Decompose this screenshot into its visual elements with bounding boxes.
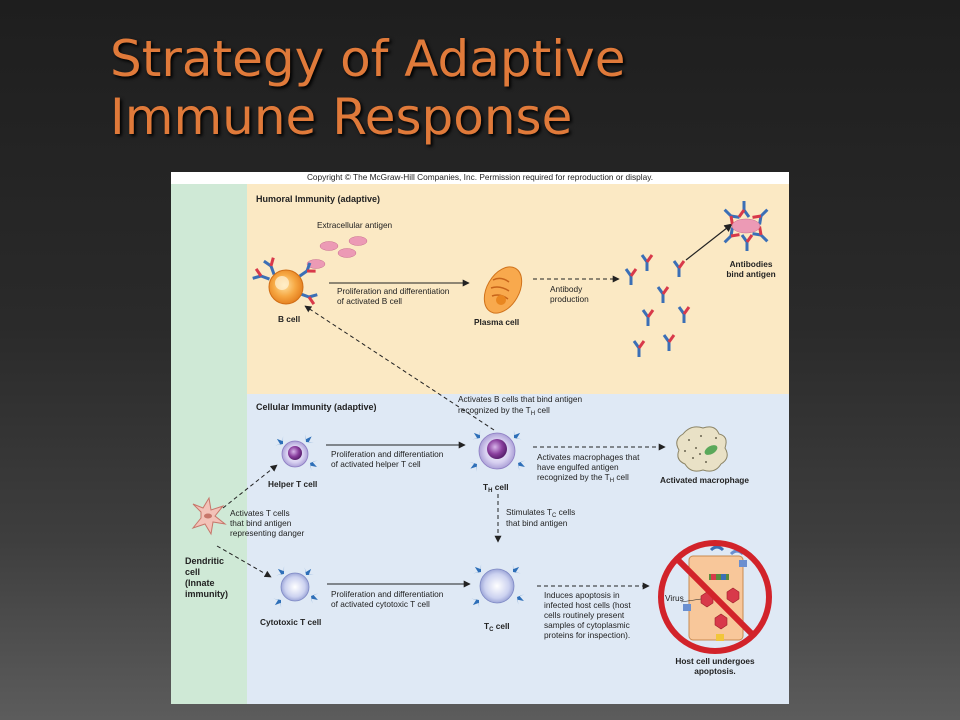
plasma-cell-label: Plasma cell xyxy=(474,317,519,327)
antibodies-bind-line-2: bind antigen xyxy=(726,269,775,279)
cyto-prolif-line-2: of activated cytotoxic T cell xyxy=(331,599,430,609)
activated-macrophage xyxy=(676,426,728,472)
antibodies-bind-arrow xyxy=(685,223,733,261)
cellular-title: Cellular Immunity (adaptive) xyxy=(256,402,377,412)
antibodies-bind-line-1: Antibodies xyxy=(730,259,773,269)
dendritic-to-helper-arrow xyxy=(222,464,278,509)
dendritic-line-1: Dendritic xyxy=(185,556,224,566)
th-to-b-arrow xyxy=(304,305,495,431)
cytotoxic-t-cell xyxy=(271,564,321,610)
macro-line-2: have engulfed antigen xyxy=(537,462,619,472)
extracellular-antigens xyxy=(306,236,368,269)
macro-line-3: recognized by the TH cell xyxy=(537,472,629,484)
activates-t-line-3: representing danger xyxy=(230,528,304,538)
extracellular-antigen-label: Extracellular antigen xyxy=(317,220,393,230)
activates-b-line-1: Activates B cells that bind antigen xyxy=(458,394,582,404)
dendritic-line-3: (Innate xyxy=(185,578,215,588)
slide-title-line-1: Strategy of Adaptive xyxy=(110,30,626,88)
slide-title-line-2: Immune Response xyxy=(110,88,573,146)
antibody-antigen-complex xyxy=(719,199,773,253)
copyright-text: Copyright © The McGraw-Hill Companies, I… xyxy=(307,172,653,182)
apoptosis-line-4: samples of cytoplasmic xyxy=(544,620,630,630)
activates-t-line-1: Activates T cells xyxy=(230,508,290,518)
activated-macrophage-label: Activated macrophage xyxy=(660,475,749,485)
b-prolif-line-1: Proliferation and differentiation xyxy=(337,286,450,296)
helper-t-cell xyxy=(273,432,320,473)
apoptosis-line-1: Induces apoptosis in xyxy=(544,590,620,600)
dendritic-line-2: cell xyxy=(185,567,200,577)
b-cell-label: B cell xyxy=(278,314,300,324)
apoptosis-line-2: infected host cells (host xyxy=(544,600,631,610)
dendritic-to-cytotoxic-arrow xyxy=(216,545,272,578)
virus-pointer xyxy=(680,598,702,603)
th-cell-label: TH cell xyxy=(483,482,509,494)
antibody-production-line-1: Antibody xyxy=(550,284,583,294)
tc-cell-label: TC cell xyxy=(484,621,510,633)
macro-line-1: Activates macrophages that xyxy=(537,452,640,462)
stim-line-1: Stimulates TC cells xyxy=(506,507,575,519)
activates-b-line-2: recognized by the TH cell xyxy=(458,405,550,417)
b-cell xyxy=(251,256,319,306)
apoptosis-line-3: cells routinely present xyxy=(544,610,625,620)
cytotoxic-t-cell-label: Cytotoxic T cell xyxy=(260,617,321,627)
innate-panel xyxy=(171,184,247,704)
apoptosis-line-5: proteins for inspection). xyxy=(544,630,630,640)
helper-prolif-line-2: of activated helper T cell xyxy=(331,459,421,469)
virus-label: Virus xyxy=(665,593,684,603)
host-cell-line-1: Host cell undergoes xyxy=(675,656,755,666)
slide-title: Strategy of Adaptive Immune Response xyxy=(110,30,870,146)
helper-prolif-line-1: Proliferation and differentiation xyxy=(331,449,444,459)
plasma-cell xyxy=(483,266,523,314)
dendritic-cell xyxy=(191,496,227,536)
stim-line-2: that bind antigen xyxy=(506,518,568,528)
helper-t-cell-label: Helper T cell xyxy=(268,479,317,489)
cyto-prolif-line-1: Proliferation and differentiation xyxy=(331,589,444,599)
immune-response-figure: Copyright © The McGraw-Hill Companies, I… xyxy=(171,172,789,704)
tc-cell xyxy=(469,562,527,610)
host-cell-line-2: apoptosis. xyxy=(694,666,736,676)
prohibition-sign xyxy=(658,540,772,654)
th-cell xyxy=(467,428,528,474)
humoral-title: Humoral Immunity (adaptive) xyxy=(256,194,380,204)
figure-canvas: Copyright © The McGraw-Hill Companies, I… xyxy=(171,172,789,704)
antibody-production-line-2: production xyxy=(550,294,589,304)
activates-t-line-2: that bind antigen xyxy=(230,518,292,528)
b-prolif-line-2: of activated B cell xyxy=(337,296,402,306)
dendritic-line-4: immunity) xyxy=(185,589,228,599)
